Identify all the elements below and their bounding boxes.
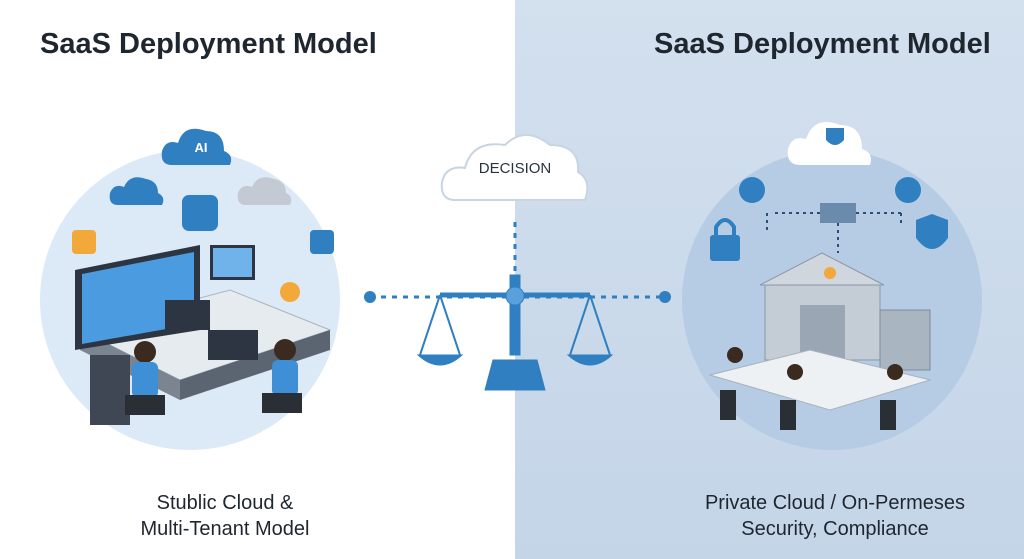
right-connector-dot (659, 291, 671, 303)
left-connector-dot (364, 291, 376, 303)
left-caption-line1: Stublic Cloud & (156, 492, 294, 514)
decision-cloud-icon (440, 134, 589, 201)
office-desk-scene (75, 245, 332, 425)
shield-icon (916, 214, 948, 249)
right-desk (708, 349, 932, 411)
shield-cloud-icon (787, 122, 871, 165)
network-icon (895, 177, 921, 203)
balance-scale-icon (416, 274, 614, 391)
right-title: SaaS Deployment Model (654, 28, 991, 60)
bank-sign-icon (820, 203, 856, 223)
lock-icon (710, 235, 740, 261)
ai-cloud-icon (161, 128, 232, 165)
left-title: SaaS Deployment Model (40, 28, 377, 60)
left-caption-line2: Multi-Tenant Model (140, 518, 310, 540)
settings-icon (182, 195, 218, 231)
ai-label: AI (194, 140, 208, 155)
cloud-gray-icon (237, 177, 292, 205)
bank-building-icon (759, 252, 885, 361)
cloud-icon (109, 177, 164, 205)
dashboard-icon (310, 230, 334, 254)
server-rack-icon (879, 309, 931, 371)
right-caption: Private Cloud / On-Permeses Security, Co… (690, 490, 980, 542)
sync-icon (739, 177, 765, 203)
left-caption: Stublic Cloud & Multi-Tenant Model (100, 490, 350, 542)
right-caption-line1: Private Cloud / On-Permeses (704, 492, 966, 514)
right-caption-line2: Security, Compliance (741, 518, 929, 540)
lock-shackle-icon (714, 218, 736, 235)
chart-icon (72, 230, 96, 254)
decision-label: DECISION (478, 160, 552, 177)
gear-icon (280, 282, 300, 302)
